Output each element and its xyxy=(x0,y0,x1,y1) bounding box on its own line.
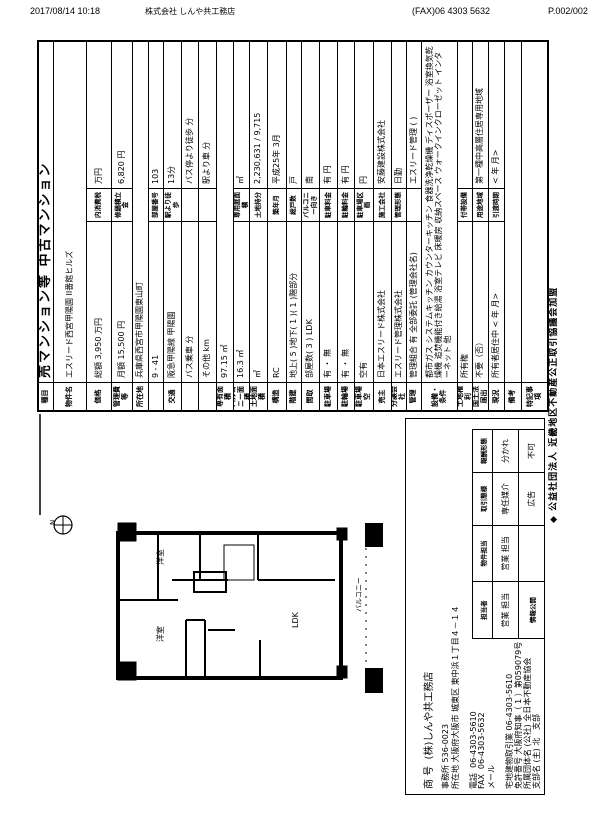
balcony-label: バルコニー xyxy=(355,577,363,612)
room-label: 洋室 xyxy=(155,626,165,642)
north-compass-icon xyxy=(53,515,73,535)
north-label: N xyxy=(49,520,57,525)
room-label: 洋室 xyxy=(155,549,165,565)
fax-sender: 株式会社 しんや共工務店 xyxy=(145,7,236,16)
fax-page: P.002/002 xyxy=(548,6,588,16)
outer-walls xyxy=(116,522,348,681)
balcony xyxy=(365,523,383,693)
living-label: LDK xyxy=(291,611,300,628)
interior-walls xyxy=(118,535,335,676)
fax-datetime: 2017/08/14 10:18 xyxy=(30,6,101,16)
fax-number: (FAX)06 4303 5632 xyxy=(412,6,491,16)
